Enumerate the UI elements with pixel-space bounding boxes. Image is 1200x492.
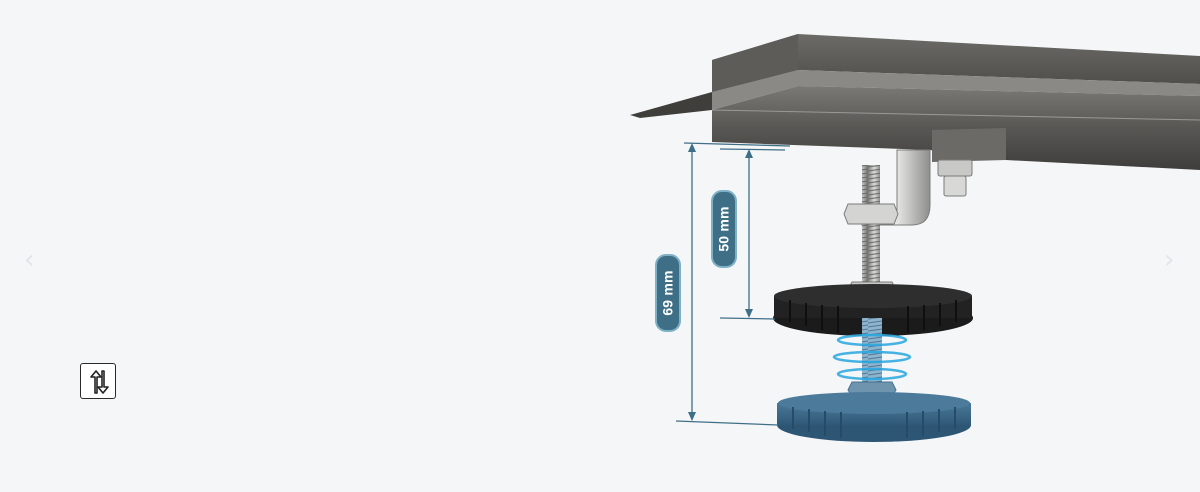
next-slide-arrow[interactable]: › (1164, 245, 1175, 275)
dimension-label-50mm: 50 mm (716, 206, 733, 252)
dimension-label-69mm: 69 mm (660, 270, 677, 316)
previous-slide-arrow[interactable]: ‹ (24, 245, 35, 275)
height-adjust-icon (80, 363, 116, 399)
mounting-bracket (861, 128, 1006, 226)
blue-leveling-foot (777, 392, 971, 442)
dimension-badge-50mm: 50 mm (711, 190, 737, 268)
dimension-badge-69mm: 69 mm (655, 254, 681, 332)
dimension-line-69 (675, 142, 791, 426)
drain-channel (630, 34, 1200, 170)
up-down-arrows-icon (90, 370, 109, 394)
leveling-bolt (843, 165, 899, 299)
dimension-line-50 (719, 148, 786, 320)
